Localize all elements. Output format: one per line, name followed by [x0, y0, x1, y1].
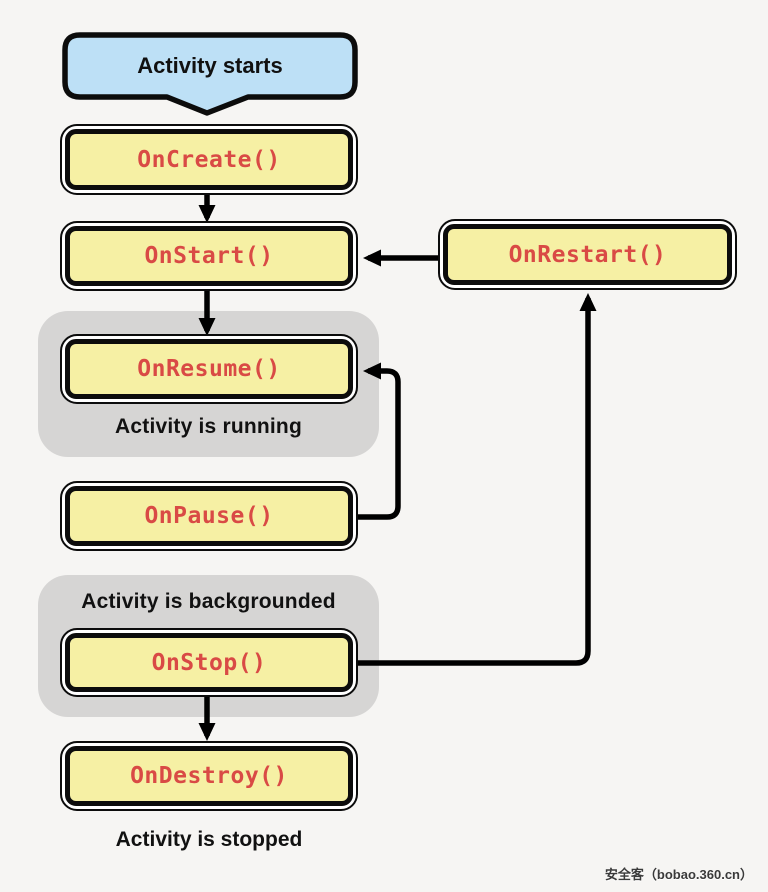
watermark-text: 安全客（bobao.360.cn）: [604, 867, 753, 882]
group-label-running: Activity is running: [115, 415, 302, 438]
node-onrestart-label: OnRestart(): [443, 224, 732, 285]
start-node-label: Activity starts: [137, 53, 283, 78]
node-onpause-label: OnPause(): [65, 486, 353, 546]
group-label-backgrounded: Activity is backgrounded: [81, 590, 336, 613]
node-onstart-label: OnStart(): [65, 226, 353, 286]
node-onstart: OnStart(): [60, 221, 358, 291]
node-onresume-label: OnResume(): [65, 339, 353, 399]
node-oncreate: OnCreate(): [60, 124, 358, 195]
arrow-onstop-to-onrestart: [356, 293, 597, 666]
group-label-stopped: Activity is stopped: [115, 828, 303, 851]
node-onrestart: OnRestart(): [438, 219, 737, 290]
node-onstop-label: OnStop(): [65, 633, 353, 692]
node-onpause: OnPause(): [60, 481, 358, 551]
node-oncreate-label: OnCreate(): [65, 129, 353, 190]
node-onstop: OnStop(): [60, 628, 358, 697]
node-ondestroy-label: OnDestroy(): [65, 746, 353, 806]
node-ondestroy: OnDestroy(): [60, 741, 358, 811]
node-onresume: OnResume(): [60, 334, 358, 404]
